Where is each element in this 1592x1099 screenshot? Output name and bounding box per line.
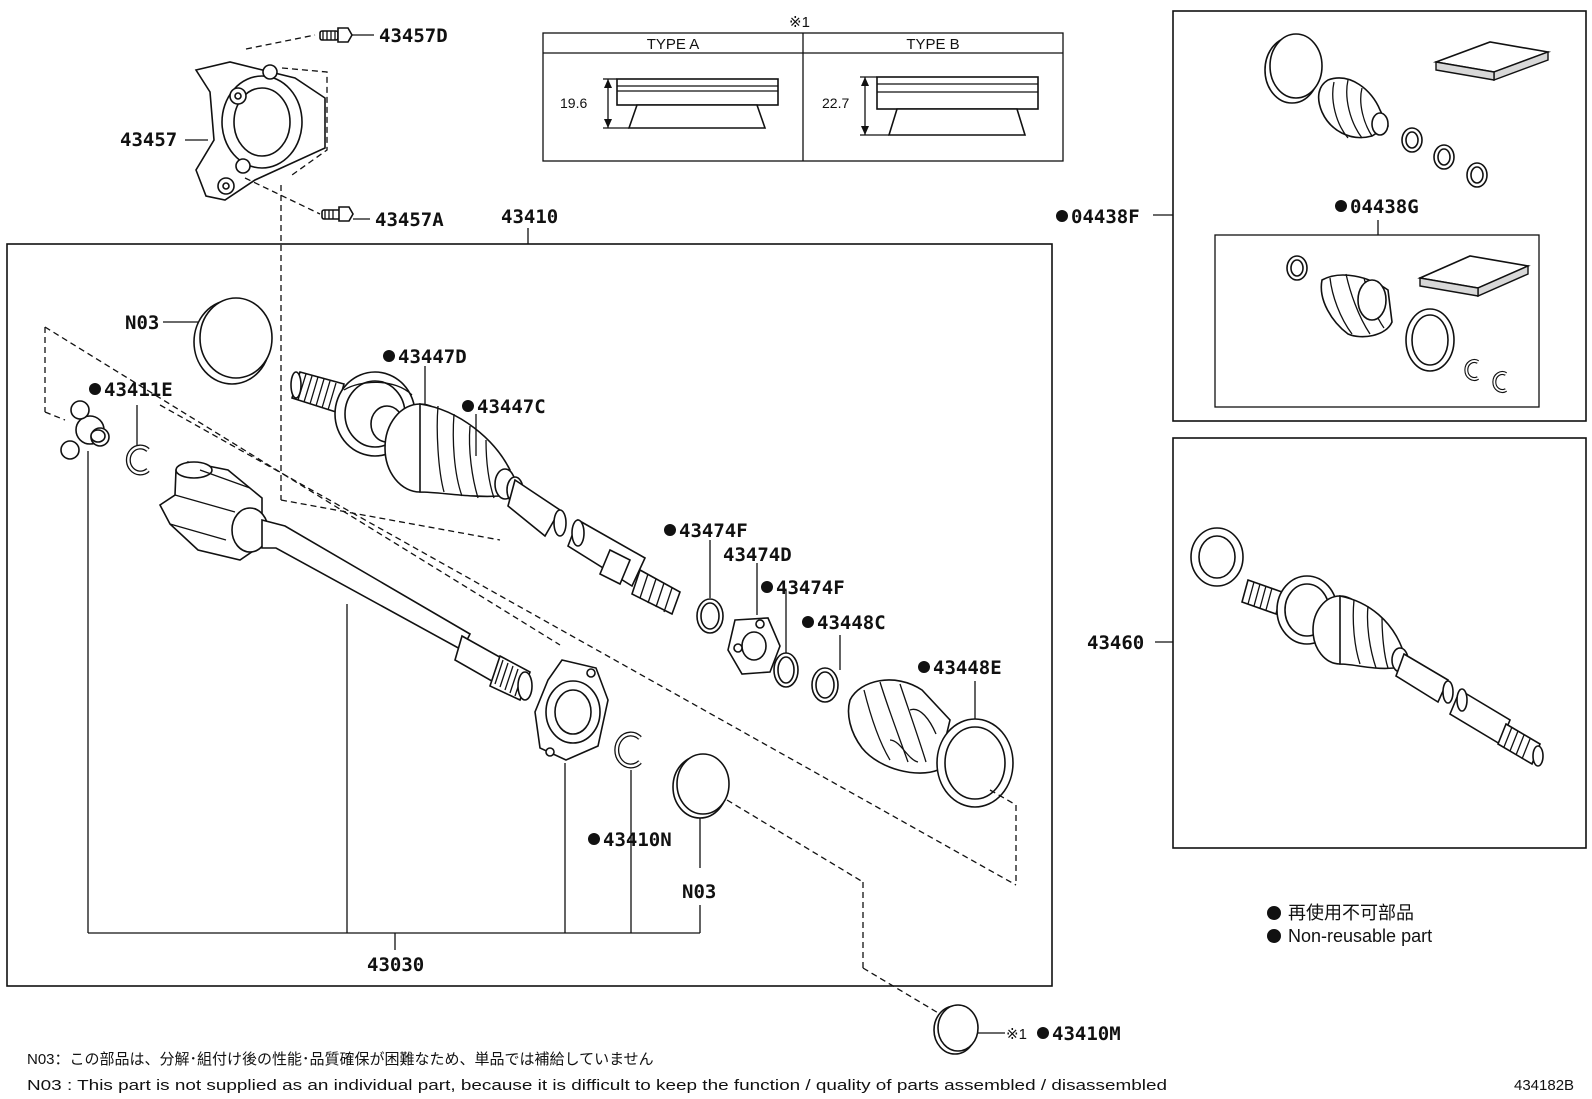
callout-43457a: 43457A (375, 209, 444, 231)
bearing-bracket-43457 (194, 34, 328, 201)
main-assembly-frame (6, 243, 1053, 987)
ref-mark-label: ※1 (789, 14, 810, 31)
non-reusable-mark (1335, 200, 1347, 212)
kit-f-grease-pack (1432, 41, 1552, 82)
bolt-43457d (319, 27, 353, 43)
callout-43457d: 43457D (379, 25, 448, 47)
non-reusable-mark (664, 524, 676, 536)
kit-g-snap-rings (1464, 359, 1507, 393)
callout-43447d: 43447D (398, 346, 467, 368)
callout-43474f-a: 43474F (679, 520, 748, 542)
non-reusable-mark (462, 400, 474, 412)
non-reusable-mark (383, 350, 395, 362)
boot-kit-04438g-panel (1214, 234, 1540, 408)
callout-04438g: 04438G (1350, 196, 1419, 218)
kit-f-boot (1317, 77, 1390, 139)
center-bearing-bracket (534, 659, 609, 761)
non-reusable-mark (588, 833, 600, 845)
non-reusable-mark (1037, 1027, 1049, 1039)
boot-kit-04438f-panel (1172, 10, 1587, 422)
type-a-seal-section (603, 78, 779, 129)
note-jp: N03：この部品は、分解･組付け後の性能･品質確保が困難なため、単品では補給して… (27, 1050, 654, 1068)
callout-43474f-b: 43474F (776, 577, 845, 599)
kit-g-small-clamp (1286, 255, 1308, 281)
intermediate-shaft (261, 518, 533, 702)
callout-n03-top: N03 (125, 312, 159, 334)
snap-ring-43411e (125, 444, 150, 476)
callout-43411e: 43411E (104, 379, 173, 401)
non-reusable-mark (802, 616, 814, 628)
callout-43474d: 43474D (723, 544, 792, 566)
type-b-seal-section (860, 76, 1039, 136)
outboard-shaft-43410 (507, 478, 681, 616)
ref-mark-43410m: ※1 (1006, 1026, 1027, 1043)
type-a-dimension: 19.6 (560, 95, 587, 111)
type-b-label: TYPE B (906, 36, 959, 53)
legend-mark-en (1267, 929, 1281, 943)
tripod-joint-43411e (60, 400, 110, 460)
clamp-43474f-b (773, 652, 799, 688)
type-table: ※1 TYPE A TYPE B 19.6 (542, 14, 1064, 162)
callout-04438f: 04438F (1071, 206, 1140, 228)
bearing-43410m (933, 1004, 979, 1055)
clamp-43448c (811, 667, 839, 703)
inboard-boot-43448e (847, 679, 1014, 808)
non-reusable-mark (1056, 210, 1068, 222)
snap-ring-43410n (614, 731, 642, 769)
callout-43447c: 43447C (477, 396, 546, 418)
callout-43410m: 43410M (1052, 1023, 1121, 1045)
kit-g-large-clamp (1405, 308, 1455, 372)
note-en: N03 : This part is not supplied as an in… (27, 1077, 1167, 1094)
boot-damper-43474d (727, 617, 781, 675)
outboard-joint-assy-43460 (1190, 527, 1544, 767)
non-reusable-mark (761, 581, 773, 593)
callout-43030: 43030 (367, 954, 424, 976)
figure-code: 434182B (1514, 1077, 1574, 1094)
callout-43460: 43460 (1087, 632, 1144, 654)
bolt-43457a (321, 206, 354, 222)
seal-n03-top (193, 297, 273, 385)
kit-f-large-clamp (1264, 33, 1323, 104)
legend-jp: 再使用不可部品 (1288, 903, 1414, 923)
legend-en: Non-reusable part (1288, 926, 1432, 946)
callout-n03-bottom: N03 (682, 881, 716, 903)
kit-f-small-clamps (1401, 127, 1488, 188)
non-reusable-mark (89, 383, 101, 395)
outboard-joint-43460-panel (1172, 437, 1587, 849)
kit-g-boot (1320, 273, 1393, 338)
type-b-dimension: 22.7 (822, 95, 849, 111)
outboard-boot-43447c (384, 403, 524, 504)
callout-43448c: 43448C (817, 612, 886, 634)
type-a-label: TYPE A (647, 36, 700, 53)
kit-g-grease-pack (1417, 255, 1531, 298)
callout-43457: 43457 (120, 129, 177, 151)
inboard-joint-housing (158, 461, 269, 561)
callout-43410: 43410 (501, 206, 558, 228)
seal-n03-bottom (672, 753, 730, 819)
non-reusable-mark (918, 661, 930, 673)
callout-43448e: 43448E (933, 657, 1002, 679)
callout-43410n: 43410N (603, 829, 672, 851)
legend: 再使用不可部品 Non-reusable part (1267, 903, 1432, 946)
legend-mark-jp (1267, 906, 1281, 920)
clamp-43474f-a (696, 598, 724, 634)
